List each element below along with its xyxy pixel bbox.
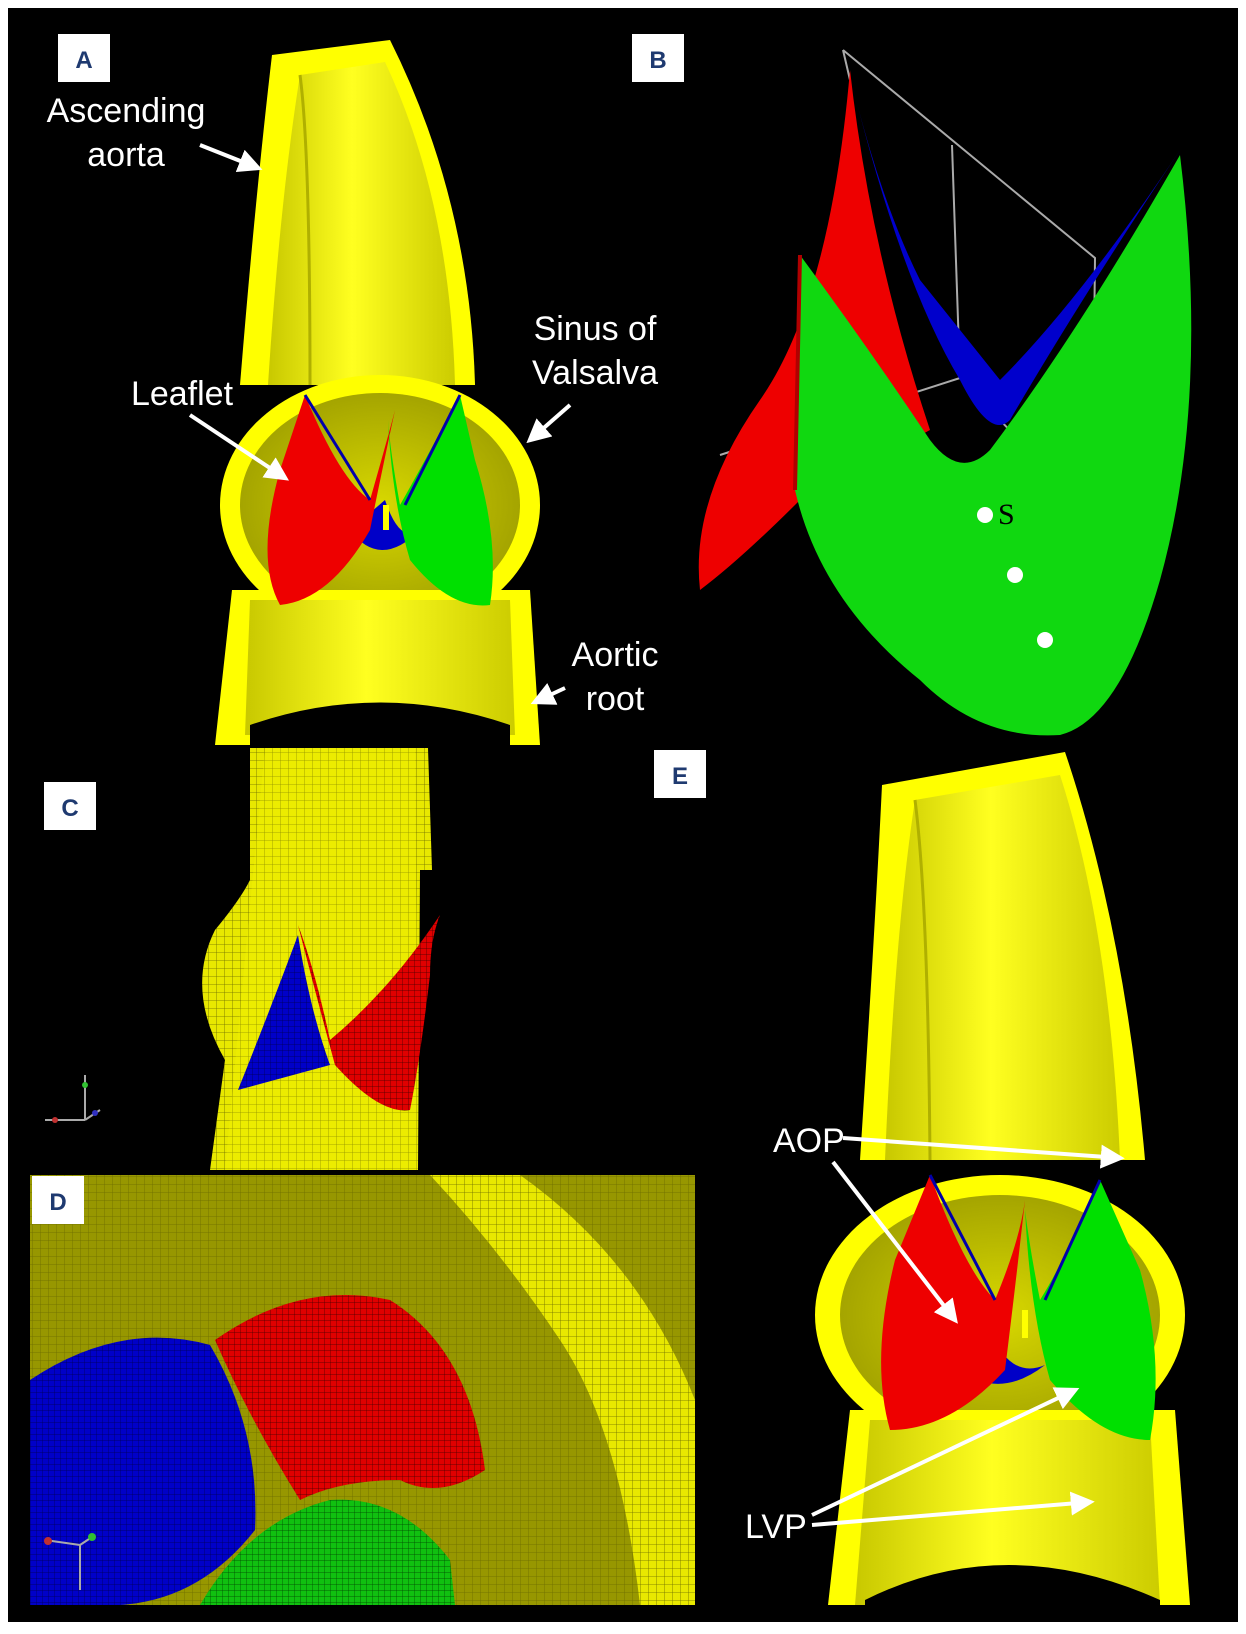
panel-d	[30, 1175, 695, 1605]
panel-label-d: D	[32, 1176, 84, 1224]
lvp-label: LVP	[745, 1508, 807, 1546]
aop-label: AOP	[773, 1122, 845, 1160]
sinus-label-line2: Valsalva	[532, 354, 658, 392]
sinus-label-line1: Sinus of	[534, 310, 657, 348]
panel-label-c: C	[44, 782, 96, 830]
svg-text:A: A	[75, 47, 92, 74]
ascending-aorta-label-line2: aorta	[87, 136, 165, 174]
svg-text:B: B	[649, 47, 666, 74]
leaflet-label: Leaflet	[131, 375, 234, 413]
panel-label-a: A	[58, 34, 110, 82]
panel-label-b: B	[632, 34, 684, 82]
svg-text:C: C	[61, 795, 78, 822]
svg-text:D: D	[49, 1189, 66, 1216]
sample-point-s	[977, 507, 993, 523]
sample-point-2	[1007, 567, 1023, 583]
point-s-label: S	[998, 498, 1015, 531]
sample-point-3	[1037, 632, 1053, 648]
ascending-aorta-label-line1: Ascending	[47, 92, 206, 130]
aortic-root-label-line1: Aortic	[572, 636, 659, 674]
aortic-root-label-line2: root	[586, 680, 645, 718]
panel-label-e: E	[654, 750, 706, 798]
svg-text:E: E	[672, 763, 688, 790]
